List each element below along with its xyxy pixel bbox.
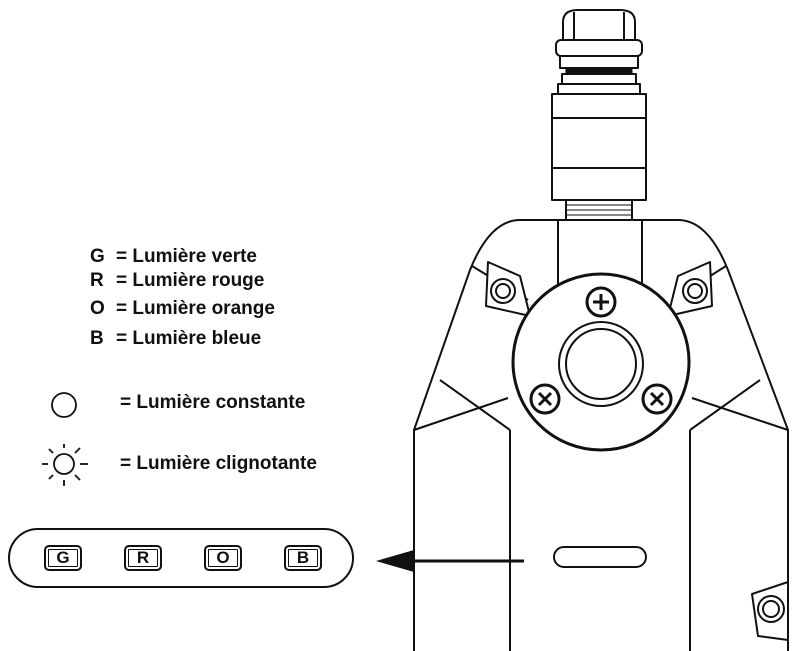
- legend-key: G: [90, 246, 105, 267]
- legend-text: = Lumière verte: [116, 246, 257, 267]
- screw-icon: [585, 286, 617, 318]
- legend-green: G = Lumière verte: [90, 246, 257, 268]
- flange: [511, 272, 691, 452]
- legend-blinking-text: = Lumière clignotante: [120, 453, 317, 474]
- legend-blue: B = Lumière bleue: [90, 328, 261, 350]
- indicator-panel: G R O B: [8, 528, 354, 588]
- blinking-light-icon: [42, 444, 88, 486]
- legend-key: B: [90, 328, 104, 349]
- screw-icon: [529, 383, 561, 415]
- steady-light-icon: [51, 392, 77, 418]
- indicator-green: G: [44, 545, 82, 571]
- bottom-bolt-right: [751, 581, 789, 641]
- side-bolt-right: [667, 261, 713, 317]
- cable-gland-icon: [551, 9, 647, 221]
- legend-text: = Lumière rouge: [116, 270, 265, 291]
- screw-icon: [641, 383, 673, 415]
- legend-orange: O = Lumière orange: [90, 298, 275, 320]
- indicator-blue: B: [284, 545, 322, 571]
- legend-steady-text: = Lumière constante: [120, 392, 306, 413]
- legend-red: R = Lumière rouge: [90, 270, 264, 292]
- legend-key: R: [90, 270, 104, 291]
- legend-text: = Lumière bleue: [116, 328, 262, 349]
- legend-key: O: [90, 298, 105, 319]
- indicator-red: R: [124, 545, 162, 571]
- indicator-orange: O: [204, 545, 242, 571]
- legend-text: = Lumière orange: [116, 298, 275, 319]
- arrow-icon: [376, 550, 524, 572]
